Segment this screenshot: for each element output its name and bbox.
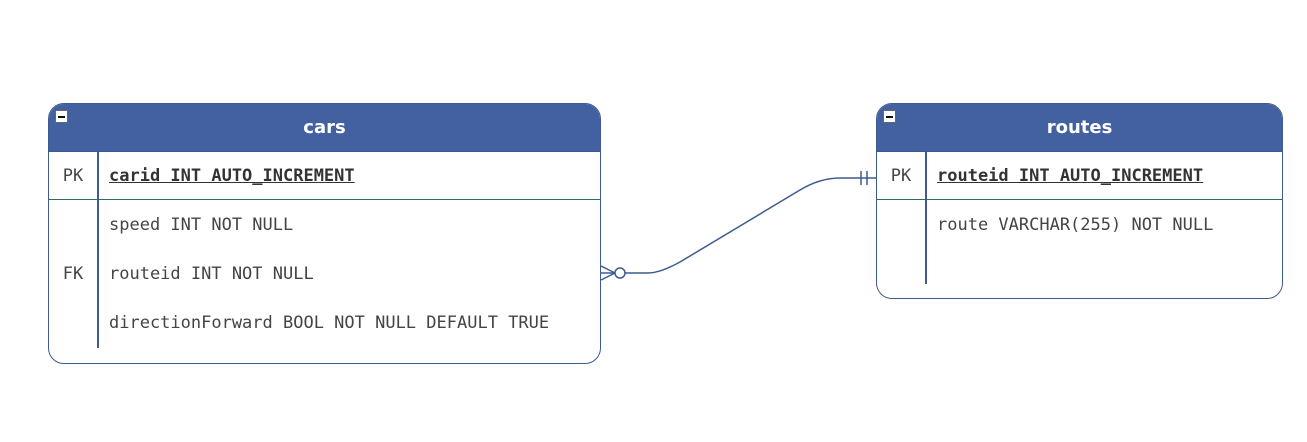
field-text: directionForward BOOL NOT NULL DEFAULT T… bbox=[109, 312, 550, 333]
primary-key-row[interactable]: PK carid INT AUTO_INCREMENT bbox=[49, 152, 600, 200]
zero-circle-mark bbox=[614, 267, 626, 279]
field-text: routeid INT NOT NULL bbox=[109, 263, 314, 284]
pk-label: PK bbox=[62, 165, 84, 186]
cars-table[interactable]: cars PK carid INT AUTO_INCREMENT speed I… bbox=[48, 103, 601, 364]
routes-table[interactable]: routes PK routeid INT AUTO_INCREMENT rou… bbox=[876, 103, 1283, 299]
crows-foot-mark bbox=[600, 272, 616, 281]
crows-foot-mark bbox=[600, 265, 616, 274]
primary-key-row[interactable]: PK routeid INT AUTO_INCREMENT bbox=[877, 152, 1282, 200]
collapse-icon[interactable] bbox=[55, 110, 68, 123]
pk-field: routeid INT AUTO_INCREMENT bbox=[937, 165, 1204, 186]
collapse-icon[interactable] bbox=[883, 110, 896, 123]
key-column-divider bbox=[97, 152, 99, 348]
relationship-line bbox=[625, 177, 876, 274]
fk-label: FK bbox=[62, 263, 84, 284]
field-text: speed INT NOT NULL bbox=[109, 214, 294, 235]
table-title: cars bbox=[303, 117, 346, 138]
table-title: routes bbox=[1046, 117, 1113, 138]
key-column-divider bbox=[925, 152, 927, 284]
field-text: route VARCHAR(255) NOT NULL bbox=[937, 214, 1214, 235]
table-row[interactable]: route VARCHAR(255) NOT NULL bbox=[877, 200, 1282, 249]
cars-table-header[interactable]: cars bbox=[49, 104, 600, 152]
pk-field: carid INT AUTO_INCREMENT bbox=[109, 165, 355, 186]
table-row[interactable]: directionForward BOOL NOT NULL DEFAULT T… bbox=[49, 298, 600, 347]
pk-label: PK bbox=[890, 165, 912, 186]
table-row[interactable]: FK routeid INT NOT NULL bbox=[49, 249, 600, 298]
routes-table-header[interactable]: routes bbox=[877, 104, 1282, 152]
table-row[interactable]: speed INT NOT NULL bbox=[49, 200, 600, 249]
